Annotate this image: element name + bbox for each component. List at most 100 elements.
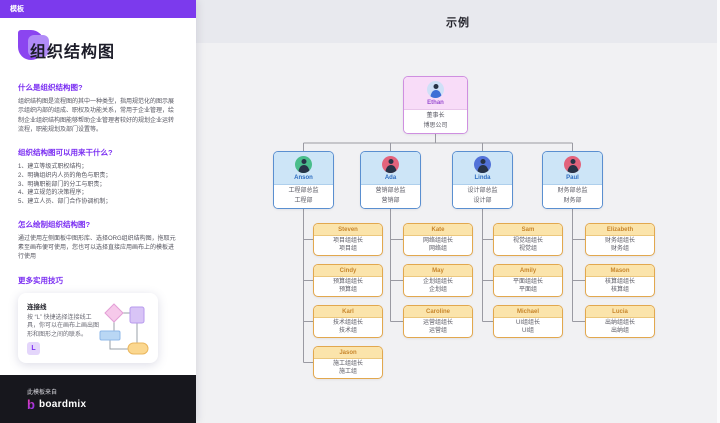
node-name: Ada — [384, 175, 397, 181]
node-body: 出纳组组长 出纳组 — [586, 318, 654, 337]
section-body-what: 组织结构图是流程图的其中一种类型，指用规范化的图示展示组织内部的组成、职权及功能… — [18, 99, 175, 133]
node-role: 财务组组长 — [604, 237, 635, 244]
l-key-badge: L — [27, 341, 40, 355]
org-node-team[interactable]: Mason 核算组组长 核算组 — [585, 264, 655, 297]
person-icon — [382, 156, 399, 173]
node-name: Ethan — [427, 100, 444, 106]
node-body: 项目组组长 项目组 — [314, 236, 382, 255]
org-node-team[interactable]: Kate 网络组组长 网络组 — [403, 223, 473, 256]
section-body-how: 通过使用左侧面板中图形库、选择ORG组织结构图，拖取元素至画布便可使用，您也可以… — [18, 235, 176, 261]
node-body: 技术组组长 技术组 — [314, 318, 382, 337]
node-name: Linda — [474, 175, 491, 181]
org-node-team[interactable]: Amily 平面组组长 平面组 — [493, 264, 563, 297]
node-dept: 企划组 — [428, 287, 447, 293]
page-title: 组织结构图 — [30, 44, 116, 61]
node-name: Caroline — [404, 306, 472, 318]
org-node-manager-1[interactable]: Anson 工程部总监 工程部 — [273, 151, 334, 209]
node-name: Elizabeth — [586, 224, 654, 236]
node-body: 董事长 博思公司 — [404, 110, 467, 133]
node-body: 运营组组长 运营组 — [404, 318, 472, 337]
node-body: 设计部总监 设计部 — [453, 185, 512, 208]
org-node-root[interactable]: Ethan 董事长 博思公司 — [403, 76, 468, 134]
section-heading-uses: 组织结构图可以用来干什么? — [18, 148, 113, 158]
node-header: Anson — [274, 152, 333, 185]
boardmix-logo-icon: b — [27, 397, 35, 412]
tip-title: 连接线 — [27, 303, 47, 311]
mini-flowchart-illustration — [99, 302, 149, 355]
node-body: 营销部总监 营销部 — [361, 185, 420, 208]
node-name: Kate — [404, 224, 472, 236]
node-body: 网络组组长 网络组 — [404, 236, 472, 255]
org-node-manager-2[interactable]: Ada 营销部总监 营销部 — [360, 151, 421, 209]
node-role: 运营组组长 — [422, 319, 453, 326]
org-node-team[interactable]: Lucia 出纳组组长 出纳组 — [585, 305, 655, 338]
node-name: Cindy — [314, 265, 382, 277]
node-body: 财务组组长 财务组 — [586, 236, 654, 255]
node-name: Sam — [494, 224, 562, 236]
node-header: Linda — [453, 152, 512, 185]
node-dept: 财务组 — [610, 246, 629, 252]
node-dept: 核算组 — [610, 287, 629, 293]
org-node-team[interactable]: Jason 施工组组长 施工组 — [313, 346, 383, 379]
node-dept: 视觉组 — [518, 246, 537, 252]
blob-highlight-icon — [28, 35, 49, 57]
node-dept: 出纳组 — [610, 328, 629, 334]
tip-body: 按 “L” 快捷选择连接线工具，你可以在画布上画出图形和图形之间的联系。 — [27, 314, 100, 338]
template-topbar: 模板 — [0, 0, 196, 18]
node-dept: UI组 — [521, 328, 534, 334]
template-topbar-label: 模板 — [10, 6, 24, 13]
node-dept: 施工组 — [338, 369, 357, 375]
org-node-team[interactable]: Caroline 运营组组长 运营组 — [403, 305, 473, 338]
brand-row: b boardmix — [27, 398, 169, 411]
org-node-manager-4[interactable]: Paul 财务部总监 财务部 — [542, 151, 603, 209]
node-name: Karl — [314, 306, 382, 318]
tip-card-connector: 连接线 按 “L” 快捷选择连接线工具，你可以在画布上画出图形和图形之间的联系。… — [18, 292, 158, 363]
list-item: 5、建立人员、部门合作协调机制； — [18, 198, 112, 205]
person-icon — [564, 156, 581, 173]
node-dept: 项目组 — [338, 246, 357, 252]
node-body: 预算组组长 预算组 — [314, 277, 382, 296]
avatar — [382, 156, 399, 173]
node-role: 企划组组长 — [422, 278, 453, 285]
canvas-title: 示例 — [446, 16, 470, 29]
node-name: Jason — [314, 347, 382, 359]
uses-list: 1、建立等级式职权结构； 2、明确组织内人员的角色与职责； 3、明确职能部门的分… — [18, 163, 178, 206]
page-title-block: 组织结构图 — [18, 28, 178, 70]
node-name: Mason — [586, 265, 654, 277]
node-role: 设计部总监 — [467, 188, 498, 194]
org-node-team[interactable]: Cindy 预算组组长 预算组 — [313, 264, 383, 297]
org-node-team[interactable]: Karl 技术组组长 技术组 — [313, 305, 383, 338]
org-node-team[interactable]: Elizabeth 财务组组长 财务组 — [585, 223, 655, 256]
org-node-team[interactable]: Sam 视觉组组长 视觉组 — [493, 223, 563, 256]
node-body: 核算组组长 核算组 — [586, 277, 654, 296]
node-dept: 工程部 — [294, 197, 313, 204]
avatar — [427, 81, 444, 98]
node-role: 技术组组长 — [332, 319, 363, 326]
org-node-manager-3[interactable]: Linda 设计部总监 设计部 — [452, 151, 513, 209]
node-name: Michael — [494, 306, 562, 318]
node-body: UI组组长 UI组 — [494, 318, 562, 337]
section-heading-tips: 更多实用技巧 — [18, 275, 63, 285]
node-name: May — [404, 265, 472, 277]
org-node-team[interactable]: Steven 项目组组长 项目组 — [313, 223, 383, 256]
node-body: 视觉组组长 视觉组 — [494, 236, 562, 255]
node-dept: 技术组 — [338, 328, 357, 334]
node-role: 核算组组长 — [604, 278, 635, 285]
info-sidebar: 模板 组织结构图 什么是组织结构图? 组织结构图是流程图的其中一种类型，指用规范… — [0, 0, 196, 423]
list-item: 4、建立规范的决策程序； — [18, 190, 88, 197]
section-heading-what: 什么是组织结构图? — [18, 83, 83, 92]
org-node-team[interactable]: May 企划组组长 企划组 — [403, 264, 473, 297]
node-dept: 预算组 — [338, 287, 357, 293]
avatar — [564, 156, 581, 173]
node-name: Paul — [566, 175, 579, 181]
footer-caption: 此模板来自 — [27, 390, 58, 396]
org-node-team[interactable]: Michael UI组组长 UI组 — [493, 305, 563, 338]
node-role: 出纳组组长 — [604, 319, 635, 326]
person-icon — [427, 81, 444, 98]
node-role: 施工组组长 — [332, 360, 363, 367]
node-role: 平面组组长 — [512, 278, 543, 285]
node-header: Paul — [543, 152, 602, 185]
node-role: 视觉组组长 — [512, 237, 543, 244]
section-heading-how: 怎么绘制组织结构图? — [18, 219, 91, 229]
avatar — [295, 156, 312, 173]
